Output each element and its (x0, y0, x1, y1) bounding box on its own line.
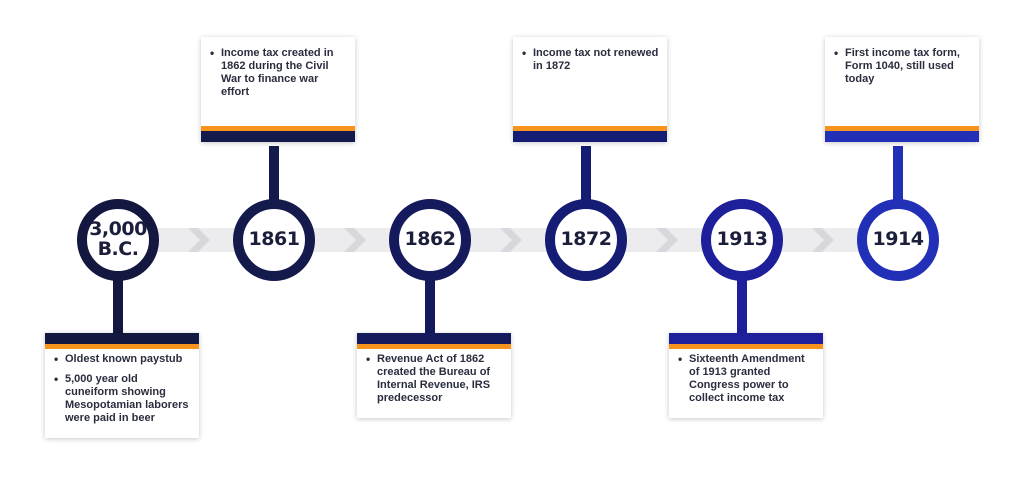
card-orange-stripe (669, 344, 823, 349)
node-label-line: 1861 (248, 228, 300, 251)
timeline-node-label: 1872 (541, 195, 631, 285)
event-bullet: Income tax not renewed in 1872 (521, 47, 659, 73)
card-color-stripe (45, 333, 199, 344)
event-card: Income tax not renewed in 1872 (513, 37, 667, 142)
card-orange-stripe (45, 344, 199, 349)
event-card: Sixteenth Amendment of 1913 granted Cong… (669, 333, 823, 418)
node-label-line: 1862 (404, 228, 456, 251)
node-label-line: 1872 (560, 228, 612, 251)
card-orange-stripe (201, 126, 355, 131)
connector-stem (425, 274, 435, 335)
connector-stem (581, 146, 591, 206)
event-card: First income tax form, Form 1040, still … (825, 37, 979, 142)
timeline-node-label: 1862 (385, 195, 475, 285)
event-bullet: Revenue Act of 1862 created the Bureau o… (365, 353, 503, 405)
timeline-node-label: 1913 (697, 195, 787, 285)
event-bullet-list: Revenue Act of 1862 created the Bureau o… (365, 353, 503, 405)
chevron-right-icon (812, 228, 834, 252)
card-color-stripe (201, 131, 355, 142)
event-bullet: Sixteenth Amendment of 1913 granted Cong… (677, 353, 815, 405)
node-label-line: B.C. (97, 238, 139, 260)
timeline-node-ring (77, 199, 159, 281)
event-bullet-list: Oldest known paystub 5,000 year old cunei… (53, 353, 191, 425)
connector-stem (269, 146, 279, 206)
timeline-node-label: 1861 (229, 195, 319, 285)
node-label-line: 1913 (716, 228, 768, 251)
timeline-node-ring (857, 199, 939, 281)
card-orange-stripe (513, 126, 667, 131)
timeline-node-ring (233, 199, 315, 281)
card-accent-stripes (45, 333, 199, 349)
card-orange-stripe (357, 344, 511, 349)
chevron-right-icon (500, 228, 522, 252)
event-bullet: 5,000 year old cuneiform showing Mesopot… (53, 373, 191, 425)
card-accent-stripes (513, 126, 667, 142)
event-card: Oldest known paystub 5,000 year old cunei… (45, 333, 199, 438)
connector-stem (737, 274, 747, 335)
timeline-node-ring (545, 199, 627, 281)
event-bullet-list: Sixteenth Amendment of 1913 granted Cong… (677, 353, 815, 405)
node-label-line: 3,000 (89, 218, 147, 241)
card-accent-stripes (825, 126, 979, 142)
event-bullet-list: Income tax not renewed in 1872 (521, 47, 659, 73)
timeline-node-ring (389, 199, 471, 281)
chevron-right-icon (656, 228, 678, 252)
chevron-right-icon (188, 228, 210, 252)
card-orange-stripe (825, 126, 979, 131)
card-color-stripe (669, 333, 823, 344)
connector-stem (893, 146, 903, 206)
timeline-node-ring (701, 199, 783, 281)
event-bullet: Income tax created in 1862 during the Ci… (209, 47, 347, 99)
event-bullet: First income tax form, Form 1040, still … (833, 47, 971, 86)
timeline-node-label: 1914 (853, 195, 943, 285)
card-color-stripe (513, 131, 667, 142)
card-color-stripe (357, 333, 511, 344)
card-accent-stripes (201, 126, 355, 142)
card-color-stripe (825, 131, 979, 142)
node-label-line: 1914 (872, 228, 924, 251)
chevron-right-icon (344, 228, 366, 252)
event-card: Income tax created in 1862 during the Ci… (201, 37, 355, 142)
card-accent-stripes (669, 333, 823, 349)
connector-stem (113, 274, 123, 335)
event-bullet-list: First income tax form, Form 1040, still … (833, 47, 971, 86)
event-bullet: Oldest known paystub (53, 353, 191, 366)
card-accent-stripes (357, 333, 511, 349)
event-bullet-list: Income tax created in 1862 during the Ci… (209, 47, 347, 99)
event-card: Revenue Act of 1862 created the Bureau o… (357, 333, 511, 418)
